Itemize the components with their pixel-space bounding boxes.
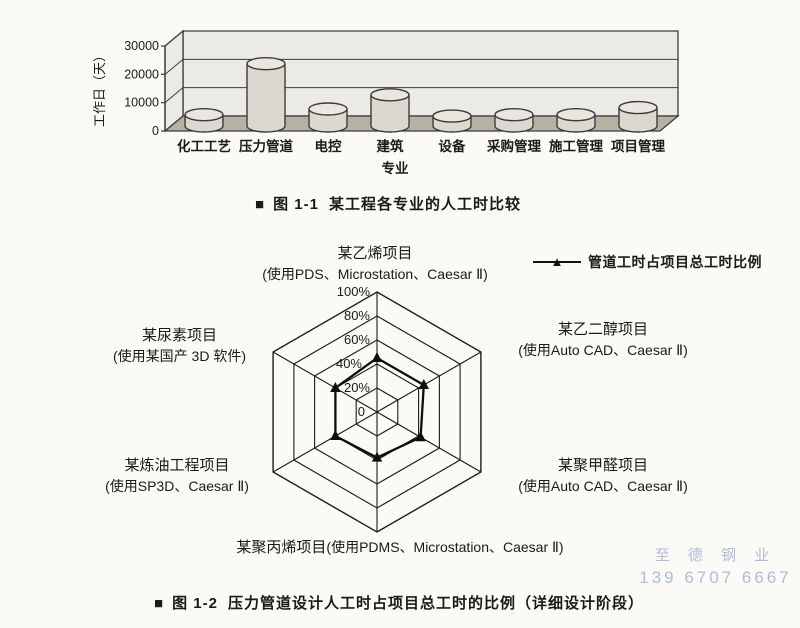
watermark: 至 德 钢 业 139 6707 6667 bbox=[628, 545, 800, 589]
figure-1-2-caption: ■ 图 1-2 压力管道设计人工时占项目总工时的比例（详细设计阶段） bbox=[99, 592, 699, 613]
svg-text:专业: 专业 bbox=[382, 160, 409, 176]
figure-1-2-title: 压力管道设计人工时占项目总工时的比例（详细设计阶段） bbox=[227, 595, 644, 612]
svg-text:40%: 40% bbox=[336, 356, 362, 371]
svg-text:0: 0 bbox=[152, 124, 159, 138]
svg-text:80%: 80% bbox=[344, 308, 370, 323]
caption-bullet-icon: ■ bbox=[154, 595, 165, 612]
svg-text:设备: 设备 bbox=[439, 138, 466, 154]
svg-text:项目管理: 项目管理 bbox=[611, 138, 665, 154]
radar-chart-figure-1-2: 100% 80% 60% 40% 20% 0 bbox=[272, 284, 482, 533]
radar-label-urea: 某尿素项目 (使用某国产 3D 软件) bbox=[82, 326, 277, 366]
figure-1-1-caption: ■ 图 1-1 某工程各专业的人工时比较 bbox=[88, 193, 688, 214]
caption-bullet-icon: ■ bbox=[255, 196, 266, 213]
svg-text:施工管理: 施工管理 bbox=[549, 138, 603, 154]
svg-text:30000: 30000 bbox=[124, 39, 159, 53]
watermark-line-2: 139 6707 6667 bbox=[639, 568, 792, 587]
svg-text:100%: 100% bbox=[337, 284, 371, 299]
figure-1-2-number: 图 1-2 bbox=[172, 595, 218, 612]
triangle-marker-icon: ▲ bbox=[550, 254, 564, 269]
project-name: 某聚甲醛项目 bbox=[557, 457, 648, 474]
svg-text:0: 0 bbox=[358, 404, 365, 419]
svg-text:10000: 10000 bbox=[124, 96, 159, 110]
svg-text:压力管道: 压力管道 bbox=[239, 138, 293, 154]
project-tools: (使用SP3D、Caesar Ⅱ) bbox=[105, 478, 249, 494]
svg-text:工作日（天）: 工作日（天） bbox=[92, 49, 107, 127]
radar-label-polypropylene: 某聚丙烯项目(使用PDMS、Microstation、Caesar Ⅱ) bbox=[170, 537, 630, 558]
svg-text:60%: 60% bbox=[344, 332, 370, 347]
radar-label-refinery: 某炼油工程项目 (使用SP3D、Caesar Ⅱ) bbox=[82, 456, 272, 496]
svg-text:20%: 20% bbox=[344, 380, 370, 395]
project-name: 某乙二醇项目 bbox=[557, 321, 648, 338]
project-tools: (使用某国产 3D 软件) bbox=[113, 348, 246, 364]
project-name: 某聚丙烯项目 bbox=[236, 539, 327, 556]
project-name: 某炼油工程项目 bbox=[124, 457, 230, 474]
svg-text:采购管理: 采购管理 bbox=[487, 138, 541, 154]
project-tools: (使用PDS、Microstation、Caesar Ⅱ) bbox=[262, 266, 488, 282]
watermark-line-1: 至 德 钢 业 bbox=[654, 547, 777, 564]
radar-label-glycol: 某乙二醇项目 (使用Auto CAD、Caesar Ⅱ) bbox=[478, 320, 728, 360]
svg-text:电控: 电控 bbox=[315, 138, 342, 154]
radar-label-polyformaldehyde: 某聚甲醛项目 (使用Auto CAD、Caesar Ⅱ) bbox=[478, 456, 728, 496]
svg-text:化工工艺: 化工工艺 bbox=[177, 138, 231, 154]
project-name: 某乙烯项目 bbox=[337, 245, 413, 262]
radar-label-ethylene: 某乙烯项目 (使用PDS、Microstation、Caesar Ⅱ) bbox=[215, 244, 535, 284]
figure-1-1-number: 图 1-1 bbox=[273, 196, 319, 213]
radar-legend: ▲ 管道工时占项目总工时比例 bbox=[533, 252, 762, 272]
svg-text:建筑: 建筑 bbox=[376, 138, 404, 154]
svg-text:20000: 20000 bbox=[124, 67, 159, 81]
project-name: 某尿素项目 bbox=[141, 327, 217, 344]
legend-label: 管道工时占项目总工时比例 bbox=[588, 254, 762, 270]
bar-chart-figure-1-1: 0 10000 20000 30000 工作日（天） 化工工艺压力管道 电控 建筑 设备 采购管理… bbox=[92, 29, 680, 176]
legend-line: ▲ bbox=[533, 254, 581, 269]
project-tools: (使用Auto CAD、Caesar Ⅱ) bbox=[518, 478, 688, 494]
project-tools: (使用Auto CAD、Caesar Ⅱ) bbox=[518, 342, 688, 358]
project-tools: (使用PDMS、Microstation、Caesar Ⅱ) bbox=[326, 539, 564, 555]
figure-1-1-title: 某工程各专业的人工时比较 bbox=[328, 196, 521, 213]
